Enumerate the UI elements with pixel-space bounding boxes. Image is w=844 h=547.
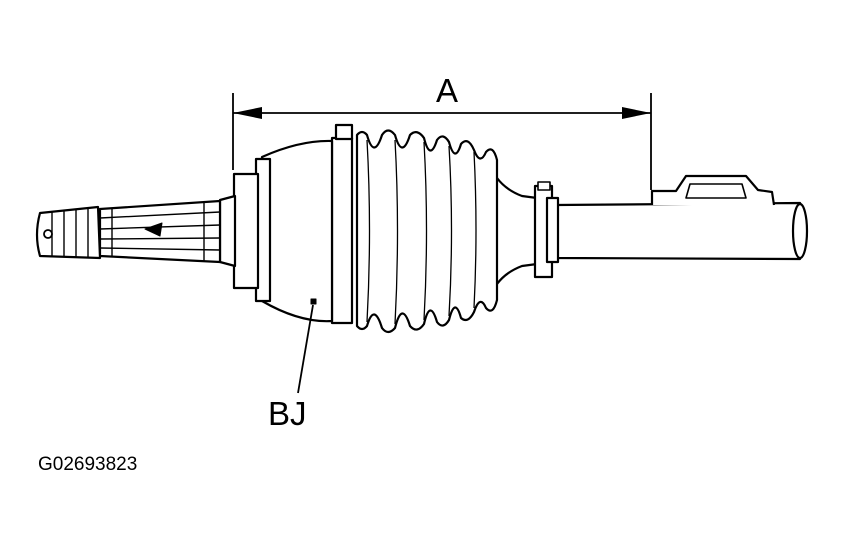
bj-leader-line [297,304,314,394]
joint-bj-label: BJ [268,395,307,432]
boot-neck [496,177,539,285]
shaft-collar [545,196,560,264]
figure-code: G02693823 [38,454,138,475]
drive-shaft-assembly [35,123,809,334]
shaft-bracket [650,174,776,206]
boot-clamp-large [330,136,354,325]
dimension-arrow-right [622,107,651,119]
intermediate-shaft [554,201,808,261]
threaded-tip [35,205,102,260]
dimension-arrow-left [233,107,262,119]
shaft-end [791,202,809,260]
bj-marker [310,298,317,305]
hub-flange [232,172,260,290]
hub-shoulder [218,194,237,268]
tip-hole [43,229,53,239]
dimension-a-label: A [436,72,459,109]
joint-housing [260,139,334,323]
dimension-a [232,93,652,190]
